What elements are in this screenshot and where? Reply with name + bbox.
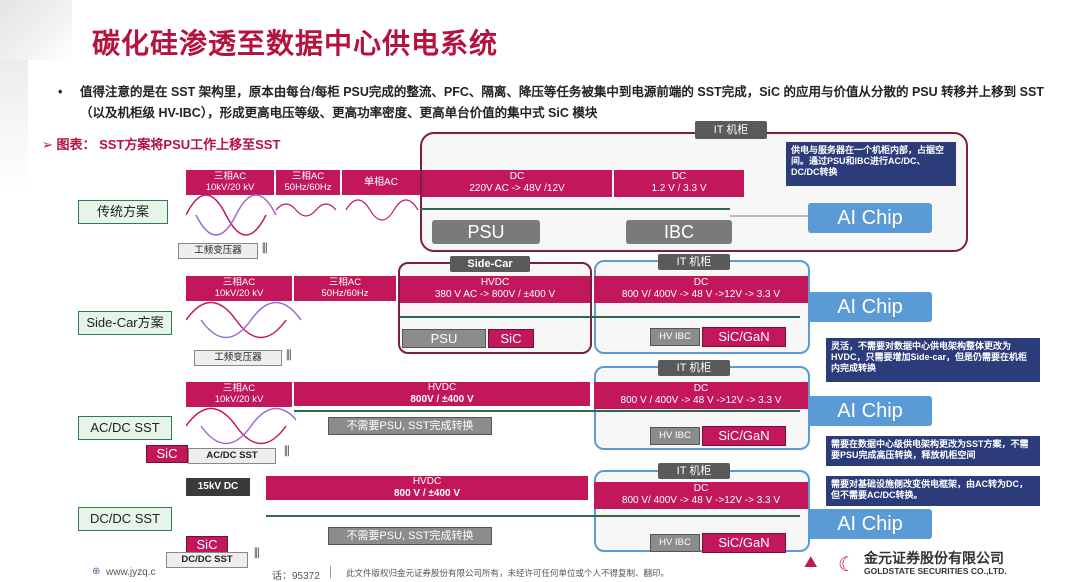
sc-dc: DC 800 V/ 400V -> 48 V ->12V -> 3.3 V (594, 276, 808, 303)
transformer-icon: ⫼ (286, 348, 292, 362)
row-label-traditional: 传统方案 (78, 200, 168, 224)
group-logo-icon: ⛰ (804, 554, 818, 571)
footer-company-en: GOLDSTATE SECURITIES CO.,LTD. (864, 566, 1007, 576)
trad-transformer: 工频变压器 (178, 243, 258, 259)
sc-transformer: 工频变压器 (194, 350, 282, 366)
acdc-sic-box: SiC (146, 445, 188, 463)
trad-ibc-box: IBC (626, 220, 732, 244)
row-label-dcdc: DC/DC SST (78, 507, 172, 531)
sc-seg-3phase-ac: 三相AC 50Hz/60Hz (294, 276, 396, 301)
dcdc-src: 15kV DC (186, 478, 250, 496)
acdc-hvibc-box: HV IBC (650, 427, 700, 445)
acdc-hvdc-value: 800V / ±400 V (410, 394, 474, 405)
trad-seg-single-ac: 单相AC (342, 170, 420, 195)
dcdc-sicgan-box: SiC/GaN (702, 533, 786, 553)
sc-line (400, 316, 800, 318)
trad-note: 供电与服务器在一个机柜内部，占据空间。通过PSU和IBC进行AC/DC、DC/D… (786, 142, 956, 186)
globe-icon: ⊕ (92, 566, 101, 577)
acdc-sicgan-box: SiC/GaN (702, 426, 786, 446)
company-logo-icon: ☾ (838, 554, 856, 576)
figure-label: ➢ 图表： SST方案将PSU工作上移至SST (42, 137, 281, 152)
trad-psu-box: PSU (432, 220, 540, 244)
dcdc-line (266, 515, 800, 517)
dcdc-no-psu: 不需要PSU, SST完成转换 (328, 527, 492, 545)
trad-line-a (420, 208, 620, 210)
acdc-no-psu: 不需要PSU, SST完成转换 (328, 417, 492, 435)
trad-line-c (730, 215, 830, 217)
dcdc-hvdc-title: HVDC (412, 476, 442, 487)
acdc-ai-chip: AI Chip (808, 396, 932, 426)
acdc-hvdc-title: HVDC (427, 382, 457, 393)
acdc-line (294, 410, 800, 412)
sc-sic-box: SiC (488, 329, 534, 348)
sc-ai-chip: AI Chip (808, 292, 932, 322)
footer-copyright: 此文件版权归金元证券股份有限公司所有，未经许可任何单位或个人不得复制、翻印。 (346, 568, 670, 578)
bullet-paragraph: • 值得注意的是在 SST 架构里，原本由每台/每柜 PSU完成的整流、PFC、… (58, 82, 1068, 124)
row-label-acdc: AC/DC SST (78, 416, 172, 440)
trad-seg-3phase-ac: 三相AC 50Hz/60Hz (276, 170, 340, 195)
acdc-seg-3phase-hv: 三相AC 10kV/20 kV (186, 382, 292, 407)
dcdc-hvibc-box: HV IBC (650, 534, 700, 552)
it-cabinet-tag-4: IT 机柜 (658, 463, 730, 479)
sc-waveform (186, 301, 302, 339)
footer-company-cn: 金元证券股份有限公司 (864, 550, 1004, 566)
sc-sicgan-box: SiC/GaN (702, 327, 786, 347)
it-cabinet-tag-1: IT 机柜 (695, 121, 767, 139)
footer: ⊕ www.jyzq.c 话：95372 此文件版权归金元证券股份有限公司所有，… (0, 550, 1080, 582)
sidecar-tag: Side-Car (450, 256, 530, 272)
bullet-text: 值得注意的是在 SST 架构里，原本由每台/每柜 PSU完成的整流、PFC、隔离… (80, 85, 1044, 120)
page-title: 碳化硅渗透至数据中心供电系统 (92, 28, 499, 59)
footer-website: www.jyzq.c (106, 567, 156, 578)
dcdc-hvdc-value: 800 V / ±400 V (393, 488, 461, 499)
sc-psu-box: PSU (402, 329, 486, 348)
sc-hvdc: HVDC 380 V AC -> 800V / ±400 V (400, 276, 590, 303)
footer-divider (330, 566, 331, 578)
trad-waveform (186, 194, 419, 236)
sc-seg-3phase-hv: 三相AC 10kV/20 kV (186, 276, 292, 301)
acdc-dc: DC 800 V / 400V -> 48 V ->12V -> 3.3 V (594, 382, 808, 409)
side-decoration (0, 60, 28, 190)
dcdc-note: 需要对基础设施侧改变供电框架，由AC转为DC，但不需要AC/DC转换。 (826, 476, 1040, 506)
trad-dc-1v2: DC 1.2 V / 3.3 V (614, 170, 744, 197)
trad-dc-220: DC 220V AC -> 48V /12V (422, 170, 612, 197)
dcdc-sst-box: DC/DC SST (166, 552, 248, 568)
transformer-icon: ⫼ (284, 444, 290, 458)
trad-ai-chip: AI Chip (808, 203, 932, 233)
transformer-icon: ⫼ (262, 241, 268, 255)
trad-line-b (620, 208, 730, 210)
bullet-dot: • (58, 85, 63, 99)
transformer-icon: ⫼ (254, 546, 260, 560)
corner-decoration (0, 0, 72, 60)
acdc-hvdc: HVDC 800V / ±400 V (294, 382, 590, 406)
trad-seg-3phase-hv: 三相AC 10kV/20 kV (186, 170, 274, 195)
sc-hvibc-box: HV IBC (650, 328, 700, 346)
dcdc-sic-box: SiC (186, 536, 228, 553)
dcdc-ai-chip: AI Chip (808, 509, 932, 539)
footer-phone: 话：95372 (272, 571, 320, 582)
acdc-note: 需要在数据中心级供电架构更改为SST方案，不需要PSU完成高压转换，释放机柜空间 (826, 436, 1040, 466)
acdc-waveform (186, 407, 296, 445)
it-cabinet-tag-2: IT 机柜 (658, 254, 730, 270)
acdc-sst-box: AC/DC SST (188, 448, 276, 464)
dcdc-dc: DC 800 V/ 400V -> 48 V ->12V -> 3.3 V (594, 482, 808, 509)
row-label-sidecar: Side-Car方案 (78, 311, 172, 335)
dcdc-hvdc: HVDC 800 V / ±400 V (266, 476, 588, 500)
sc-note: 灵活，不需要对数据中心供电架构整体更改为HVDC，只需要增加Side-car，但… (826, 338, 1040, 382)
it-cabinet-tag-3: IT 机柜 (658, 360, 730, 376)
